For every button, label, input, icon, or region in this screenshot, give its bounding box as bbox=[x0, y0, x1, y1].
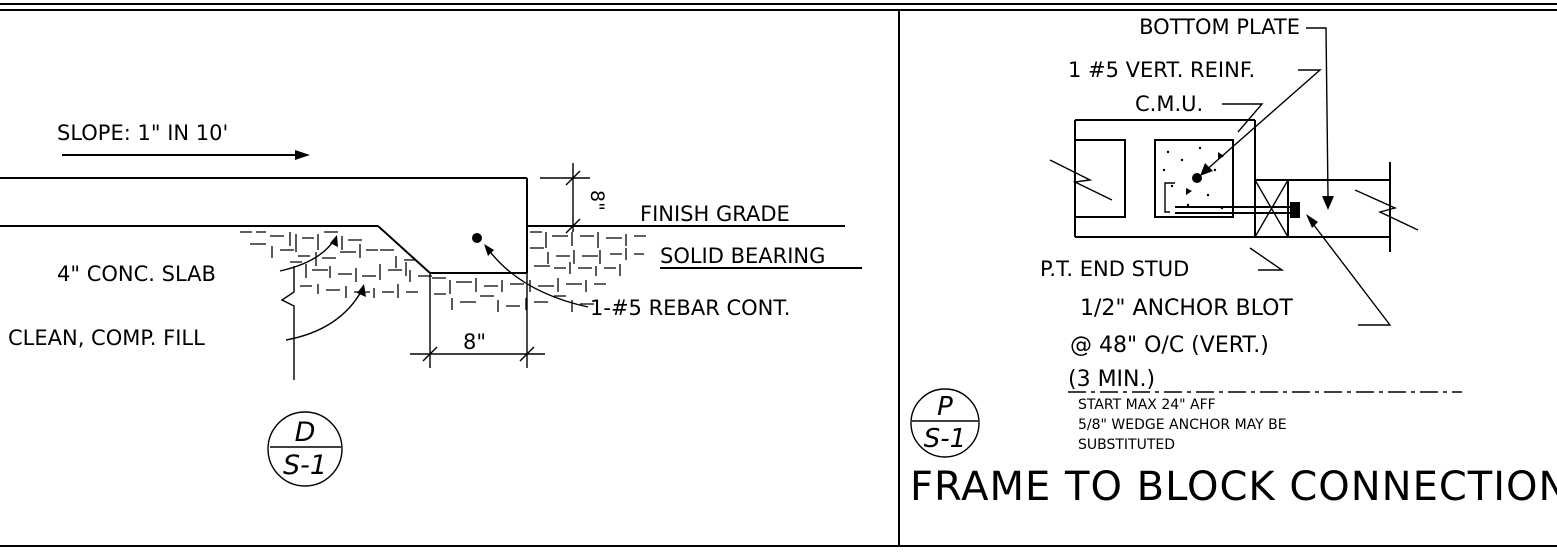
rebar-dot bbox=[472, 233, 482, 243]
note-line-3: SUBSTITUTED bbox=[1078, 437, 1175, 453]
end-stud-label: P.T. END STUD bbox=[1040, 257, 1189, 281]
cmu-cell-grouted bbox=[1154, 139, 1234, 218]
finish-grade-label: FINISH GRADE bbox=[640, 202, 790, 226]
bottom-plate-label: BOTTOM PLATE bbox=[1139, 15, 1300, 39]
detail-callout-p: P S-1 bbox=[910, 388, 980, 458]
detail-d: SLOPE: 1" IN 10' FINISH GRADE SOLID BEAR… bbox=[0, 121, 862, 487]
fill-label: CLEAN, COMP. FILL bbox=[8, 326, 205, 350]
rebar-arrowhead bbox=[484, 244, 494, 256]
break-line-left bbox=[1049, 159, 1113, 201]
fill-arrowhead bbox=[357, 284, 366, 297]
dim-bottom-tick2 bbox=[519, 346, 535, 362]
end-stud bbox=[1254, 179, 1289, 238]
slope-arrowhead bbox=[295, 150, 310, 160]
anchor-line-1: 1/2" ANCHOR BLOT bbox=[1080, 296, 1293, 321]
slope-note: SLOPE: 1" IN 10' bbox=[57, 121, 228, 145]
vert-reinf-arrowhead bbox=[1200, 163, 1213, 176]
thickened-edge-slope bbox=[377, 225, 431, 274]
dim-top-tick1 bbox=[565, 170, 581, 186]
detail-p: BOTTOM PLATE 1 #5 VERT. REINF. C.M.U. P.… bbox=[910, 15, 1557, 510]
detail-title: FRAME TO BLOCK CONNECTION bbox=[910, 464, 1557, 510]
soil-hatch bbox=[240, 231, 646, 312]
break-line-right bbox=[1354, 189, 1419, 231]
bottom-plate-arrowhead bbox=[1322, 196, 1334, 210]
fill-leader bbox=[285, 289, 363, 341]
dim-top-label: 8" bbox=[586, 190, 608, 211]
cmu-label: C.M.U. bbox=[1135, 92, 1203, 116]
dim-bottom-label: 8" bbox=[463, 330, 486, 354]
callout-sheet: S-1 bbox=[283, 450, 327, 481]
anchor-line-2: @ 48" O/C (VERT.) bbox=[1070, 333, 1269, 358]
note-line-2: 5/8" WEDGE ANCHOR MAY BE bbox=[1078, 417, 1287, 433]
anchor-arrowhead bbox=[1306, 214, 1318, 228]
dim-bottom-tick1 bbox=[422, 346, 438, 362]
callout-letter-p: P bbox=[937, 392, 953, 422]
detail-callout-d: D S-1 bbox=[267, 411, 343, 487]
anchor-line-3: (3 MIN.) bbox=[1068, 367, 1155, 392]
vert-reinf-leader bbox=[1203, 69, 1322, 173]
end-stud-leader bbox=[1249, 247, 1285, 271]
anchor-nut bbox=[1290, 202, 1300, 218]
bottom-plate-leader bbox=[1306, 27, 1329, 197]
stud-x2 bbox=[1254, 179, 1289, 238]
callout-letter: D bbox=[295, 417, 316, 448]
solid-bearing-label: SOLID BEARING bbox=[660, 244, 825, 268]
note-line-1: START MAX 24" AFF bbox=[1078, 397, 1216, 413]
slab-leader bbox=[279, 239, 335, 272]
rebar-leader bbox=[487, 248, 589, 308]
cmu-leader bbox=[1222, 103, 1264, 133]
slab-arrowhead bbox=[330, 235, 338, 247]
dim-top-tick2 bbox=[565, 218, 581, 234]
vert-reinf-label: 1 #5 VERT. REINF. bbox=[1068, 58, 1255, 82]
rebar-label: 1-#5 REBAR CONT. bbox=[590, 296, 790, 320]
vert-reinf-dot bbox=[1192, 173, 1202, 183]
break-line bbox=[280, 266, 295, 380]
anchor-hook bbox=[1164, 182, 1175, 213]
slab-label: 4" CONC. SLAB bbox=[57, 262, 216, 286]
cmu-cell-left bbox=[1074, 139, 1126, 218]
callout-sheet-p: S-1 bbox=[924, 424, 966, 454]
anchor-leader bbox=[1309, 219, 1392, 326]
